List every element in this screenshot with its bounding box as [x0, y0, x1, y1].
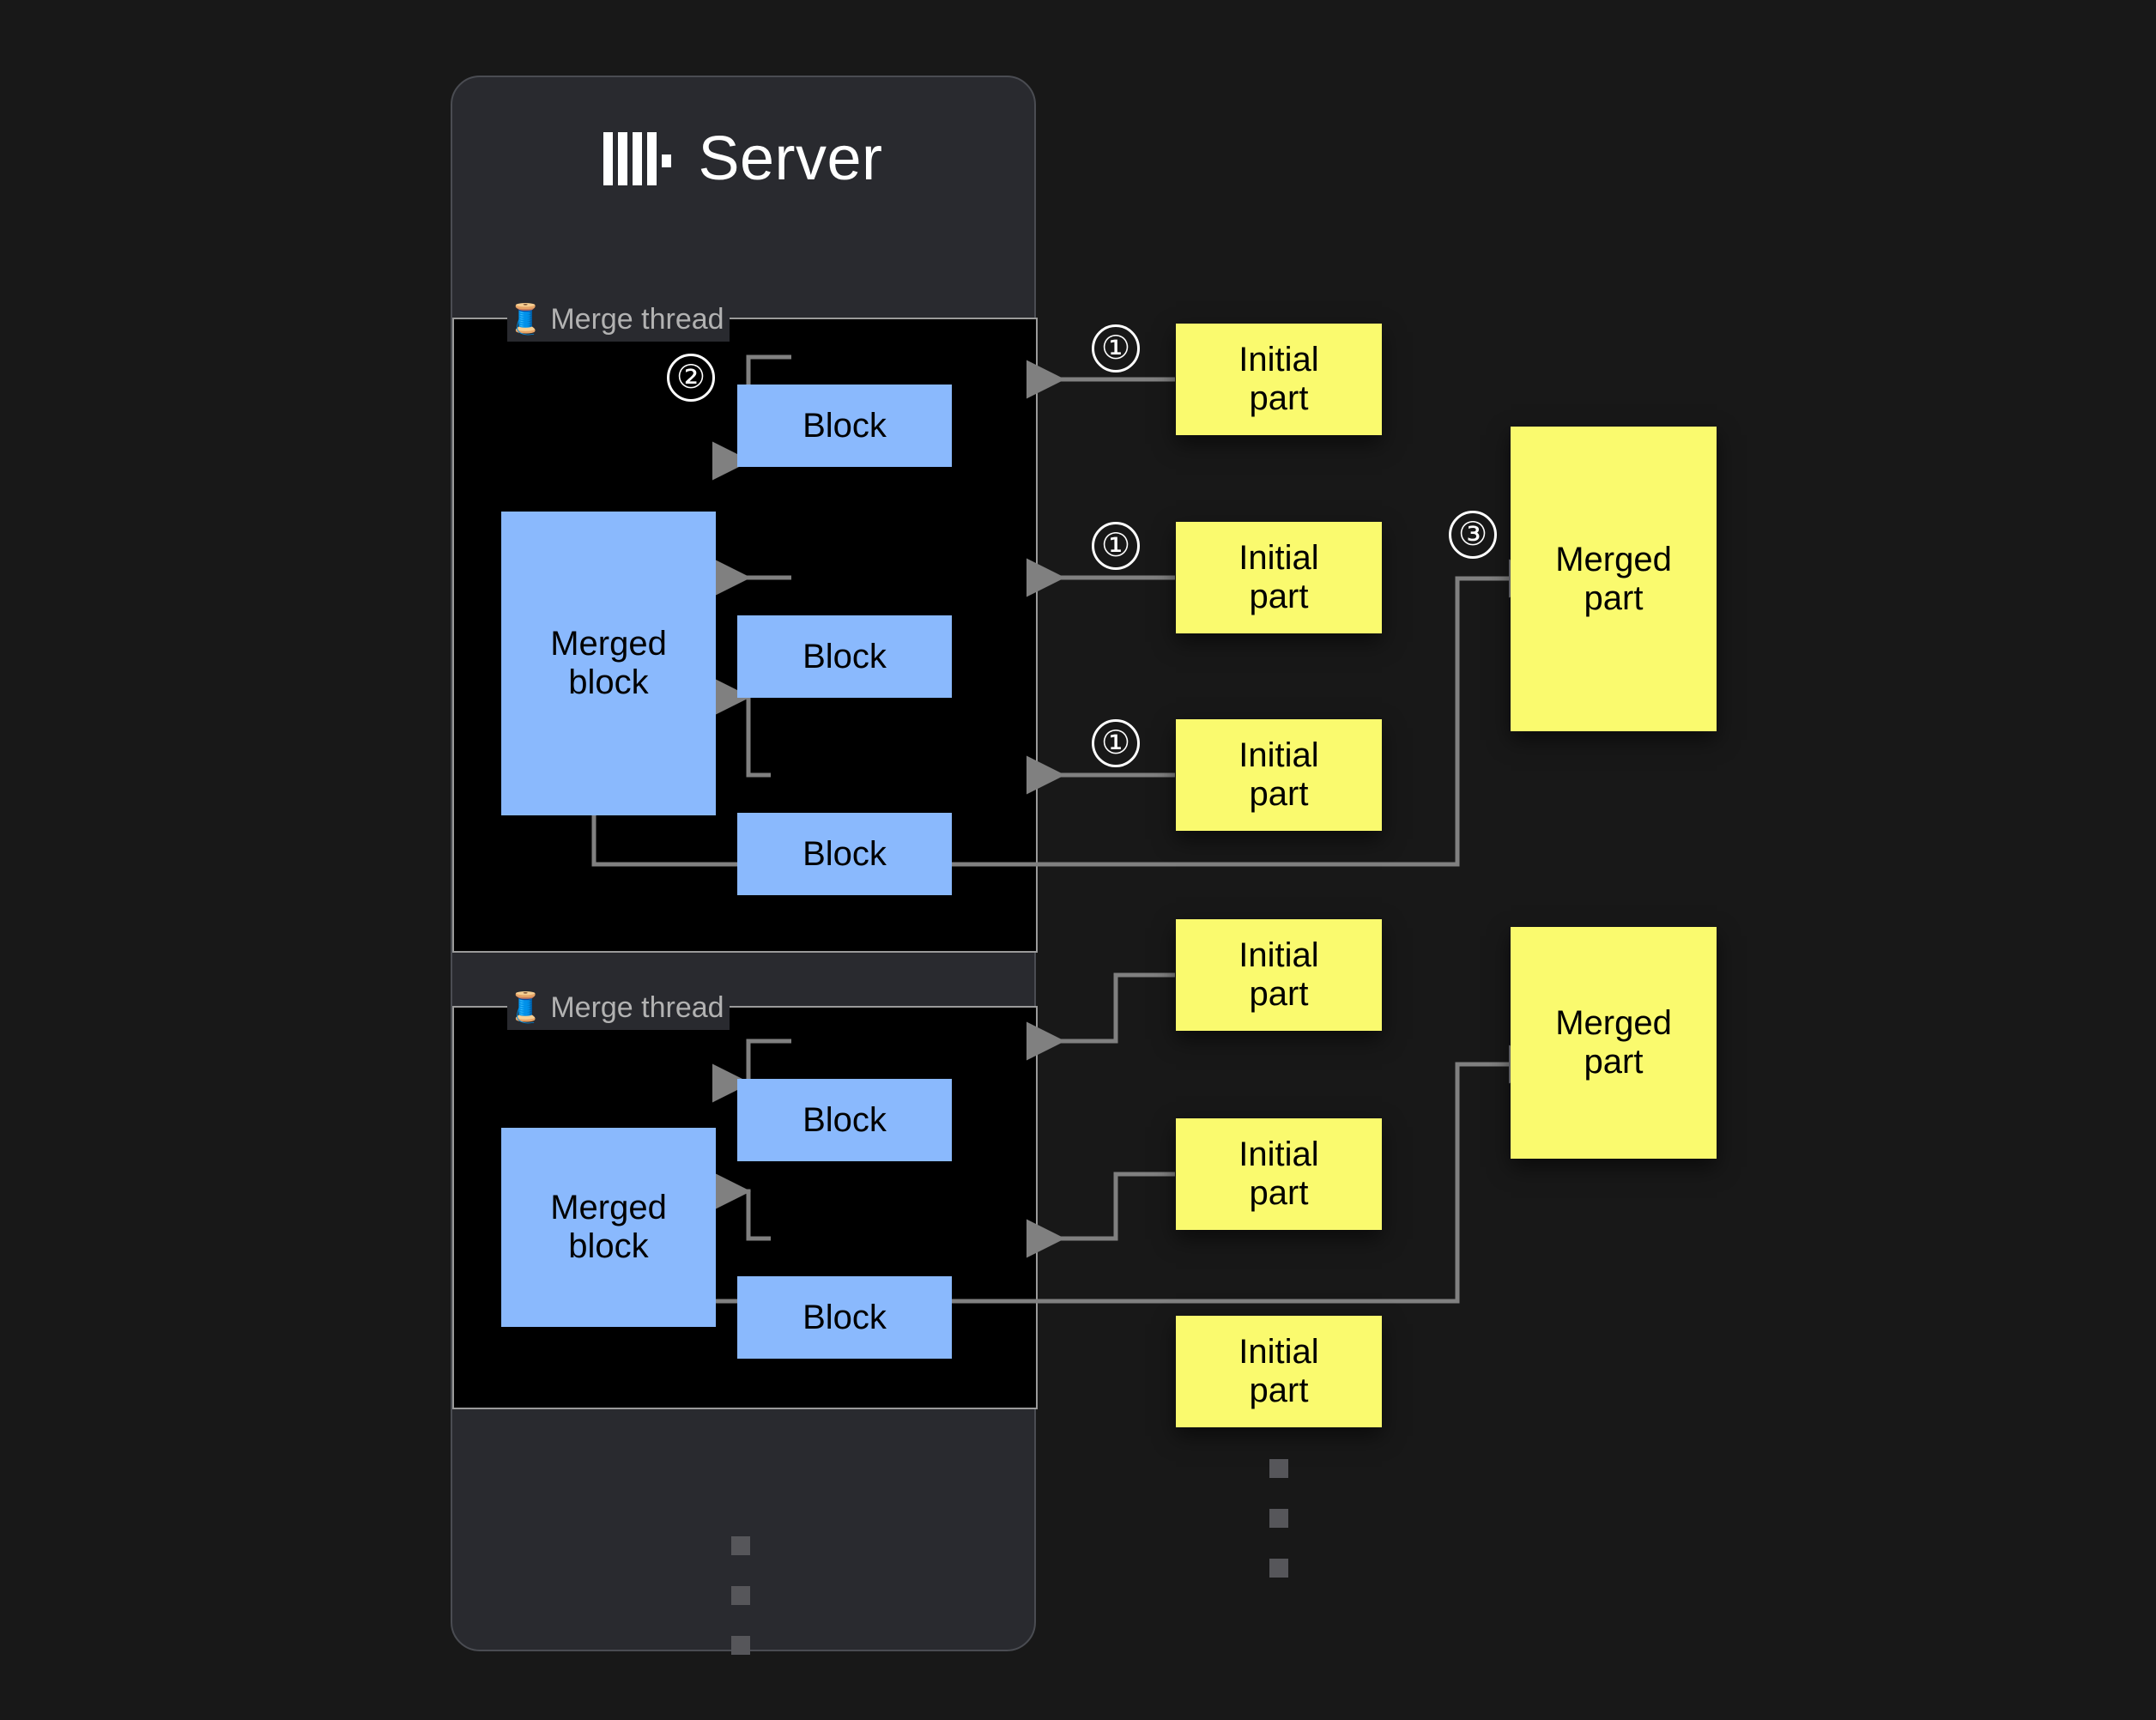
- vertical-ellipsis-server: [731, 1536, 750, 1655]
- step-marker-one-2: ①: [1092, 522, 1140, 570]
- initial-part-box-2: Initial part: [1176, 522, 1382, 633]
- step-marker-two: ②: [667, 354, 715, 402]
- merged-part-line2: part: [1584, 1043, 1644, 1081]
- block-box-1: Block: [737, 385, 952, 467]
- step-marker-one-1: ①: [1092, 324, 1140, 372]
- merge-thread-label-text: Merge thread: [550, 303, 724, 336]
- merged-part-line1: Merged: [1555, 540, 1672, 578]
- vertical-ellipsis-parts: [1269, 1459, 1288, 1578]
- thread-spool-icon: 🧵: [507, 303, 544, 336]
- initial-part-line2: part: [1249, 379, 1309, 417]
- merge-thread-label-text: Merge thread: [550, 991, 724, 1024]
- clickhouse-logo-icon: [603, 132, 672, 185]
- initial-part-line2: part: [1249, 578, 1309, 615]
- initial-part-line1: Initial: [1238, 1136, 1319, 1174]
- merge-thread-label-2: 🧵 Merge thread: [507, 985, 730, 1030]
- merged-block-box-2: Merged block: [501, 1128, 716, 1327]
- block-box-4: Block: [737, 1079, 952, 1161]
- step-marker-one-3: ①: [1092, 719, 1140, 767]
- initial-part-box-6: Initial part: [1176, 1316, 1382, 1427]
- block-box-3: Block: [737, 813, 952, 895]
- merge-thread-label-1: 🧵 Merge thread: [507, 297, 730, 342]
- initial-part-line1: Initial: [1238, 736, 1319, 775]
- initial-part-line2: part: [1249, 975, 1309, 1013]
- server-title: Server: [698, 124, 883, 193]
- merged-part-line1: Merged: [1555, 1004, 1672, 1043]
- initial-part-line2: part: [1249, 1372, 1309, 1409]
- arrow-initial-to-block-5: [1027, 1172, 1175, 1258]
- merged-part-box-1: Merged part: [1511, 427, 1717, 731]
- initial-part-box-4: Initial part: [1176, 919, 1382, 1031]
- initial-part-line1: Initial: [1238, 936, 1319, 975]
- block-box-5: Block: [737, 1276, 952, 1359]
- step-marker-three: ③: [1449, 511, 1497, 559]
- server-panel: Server 🧵 Merge thread ② Block Block Bloc…: [451, 76, 1038, 1655]
- block-box-2: Block: [737, 615, 952, 698]
- server-header: Server: [452, 77, 1034, 240]
- initial-part-line1: Initial: [1238, 539, 1319, 578]
- initial-part-line1: Initial: [1238, 341, 1319, 379]
- initial-part-box-5: Initial part: [1176, 1118, 1382, 1230]
- initial-part-box-3: Initial part: [1176, 719, 1382, 831]
- initial-part-line2: part: [1249, 775, 1309, 813]
- initial-part-box-1: Initial part: [1176, 324, 1382, 435]
- initial-part-line2: part: [1249, 1174, 1309, 1212]
- merged-block-box-1: Merged block: [501, 512, 716, 815]
- merge-thread-group-1: 🧵 Merge thread ② Block Block Block Merge…: [452, 297, 1038, 953]
- arrow-initial-to-block-4: [1027, 972, 1175, 1061]
- thread-spool-icon: 🧵: [507, 991, 544, 1024]
- initial-part-line1: Initial: [1238, 1333, 1319, 1372]
- merged-part-line2: part: [1584, 578, 1644, 617]
- merge-thread-group-2: 🧵 Merge thread Block Block Merged block: [452, 985, 1038, 1409]
- merged-part-box-2: Merged part: [1511, 927, 1717, 1159]
